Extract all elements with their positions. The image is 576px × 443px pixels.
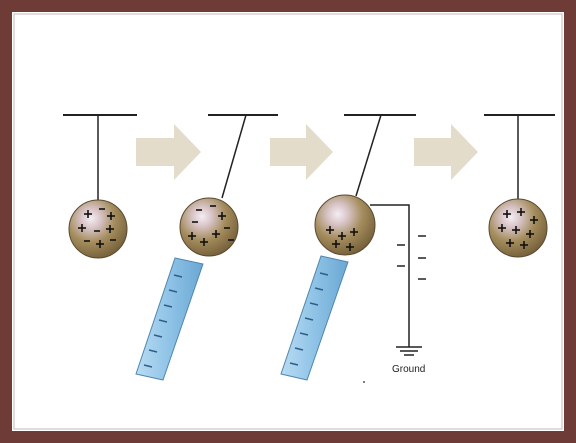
sphere xyxy=(68,199,128,259)
ground-symbol xyxy=(396,346,422,356)
sphere xyxy=(179,197,239,257)
stage-2 xyxy=(135,114,278,381)
charge-symbols xyxy=(188,205,234,246)
stage-1 xyxy=(63,114,137,259)
thread xyxy=(355,114,382,197)
ground-wire xyxy=(370,204,410,347)
charge-symbols xyxy=(78,208,116,248)
inner-border xyxy=(13,13,563,430)
charge-symbols xyxy=(498,208,538,249)
ground-label: Ground xyxy=(392,364,425,375)
process-arrow-2 xyxy=(270,124,333,180)
charge-symbols xyxy=(326,226,358,251)
process-arrow-3 xyxy=(414,124,478,180)
charged-rod xyxy=(280,255,349,381)
stage-3: Ground xyxy=(280,114,426,383)
process-arrow-1 xyxy=(136,124,201,180)
stage-4 xyxy=(484,114,555,258)
thread xyxy=(221,114,247,199)
small-dot xyxy=(363,381,365,383)
sphere xyxy=(314,194,376,256)
sphere xyxy=(488,198,548,258)
electron-dashes xyxy=(397,235,426,280)
charged-rod xyxy=(135,257,204,381)
